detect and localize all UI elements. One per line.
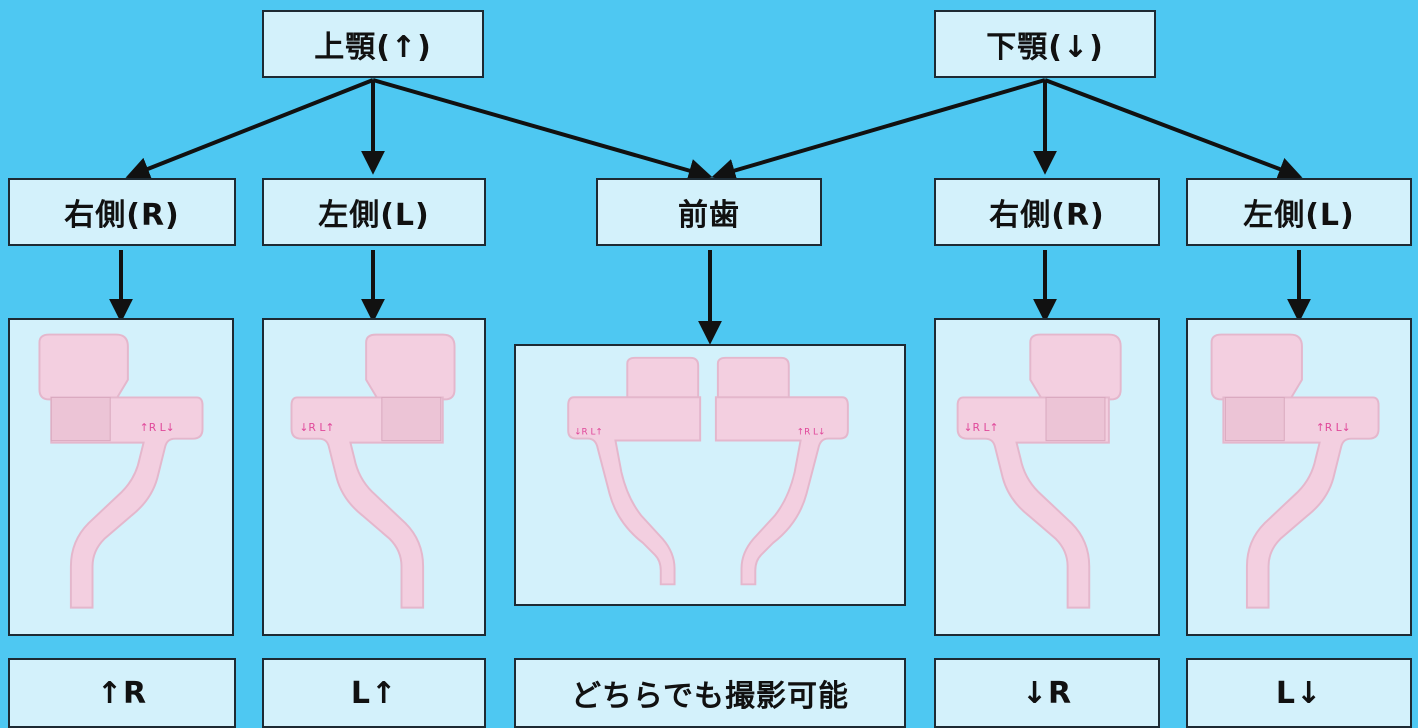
lower-left-box: 左側(L) (1186, 178, 1412, 246)
upper-right-box: 右側(R) (8, 178, 236, 246)
caption-lower-right-text: ↓R (1021, 675, 1073, 711)
lower-right-label: 右側(R) (989, 198, 1105, 233)
arrow-upper-to-anterior (372, 78, 713, 183)
upper-jaw-label: 上顎(↑) (314, 30, 432, 65)
sensor-holder-image: ↓R L↑ ↑R L↓ (567, 356, 849, 586)
caption-lower-left: L↓ (1186, 658, 1412, 728)
caption-upper-left: L↑ (262, 658, 486, 728)
arrow-upper-to-right (125, 78, 374, 181)
upper-right-label: 右側(R) (64, 198, 180, 233)
sensor-mark-label: ↑R L↓ (1316, 421, 1351, 434)
arrow-lower-to-anterior (711, 78, 1046, 183)
photo-upper-left: ↓R L↑ (262, 318, 486, 636)
sensor-mark-label: ↑R L↓ (140, 421, 175, 434)
upper-jaw-box: 上顎(↑) (262, 10, 484, 78)
arrow-lower-to-left (1044, 78, 1303, 181)
photo-lower-left: ↑R L↓ (1186, 318, 1412, 636)
photo-upper-right: ↑R L↓ (8, 318, 234, 636)
anterior-box: 前歯 (596, 178, 822, 246)
lower-jaw-label: 下顎(↓) (986, 30, 1104, 65)
sensor-mark-label: ↓R L↑ (299, 421, 334, 434)
sensor-mark-label: ↑R L↓ (797, 428, 826, 438)
caption-anterior: どちらでも撮影可能 (514, 658, 906, 728)
anterior-label: 前歯 (678, 198, 740, 233)
sensor-mark-label: ↓R L↑ (964, 421, 999, 434)
caption-lower-right: ↓R (934, 658, 1160, 728)
sensor-mark-label: ↓R L↑ (574, 428, 603, 438)
sensor-holder-image: ↑R L↓ (38, 333, 204, 609)
lower-left-label: 左側(L) (1243, 198, 1355, 233)
caption-upper-right: ↑R (8, 658, 236, 728)
sensor-holder-image: ↓R L↑ (290, 333, 456, 609)
sensor-holder-image: ↓R L↑ (956, 333, 1122, 609)
sensor-holder-image: ↑R L↓ (1210, 333, 1380, 609)
caption-upper-left-text: L↑ (350, 675, 398, 711)
photo-lower-right: ↓R L↑ (934, 318, 1160, 636)
caption-anterior-text: どちらでも撮影可能 (570, 679, 850, 714)
caption-upper-right-text: ↑R (96, 675, 148, 711)
upper-left-label: 左側(L) (318, 198, 430, 233)
lower-jaw-box: 下顎(↓) (934, 10, 1156, 78)
caption-lower-left-text: L↓ (1275, 675, 1323, 711)
photo-anterior: ↓R L↑ ↑R L↓ (514, 344, 906, 606)
upper-left-box: 左側(L) (262, 178, 486, 246)
lower-right-box: 右側(R) (934, 178, 1160, 246)
